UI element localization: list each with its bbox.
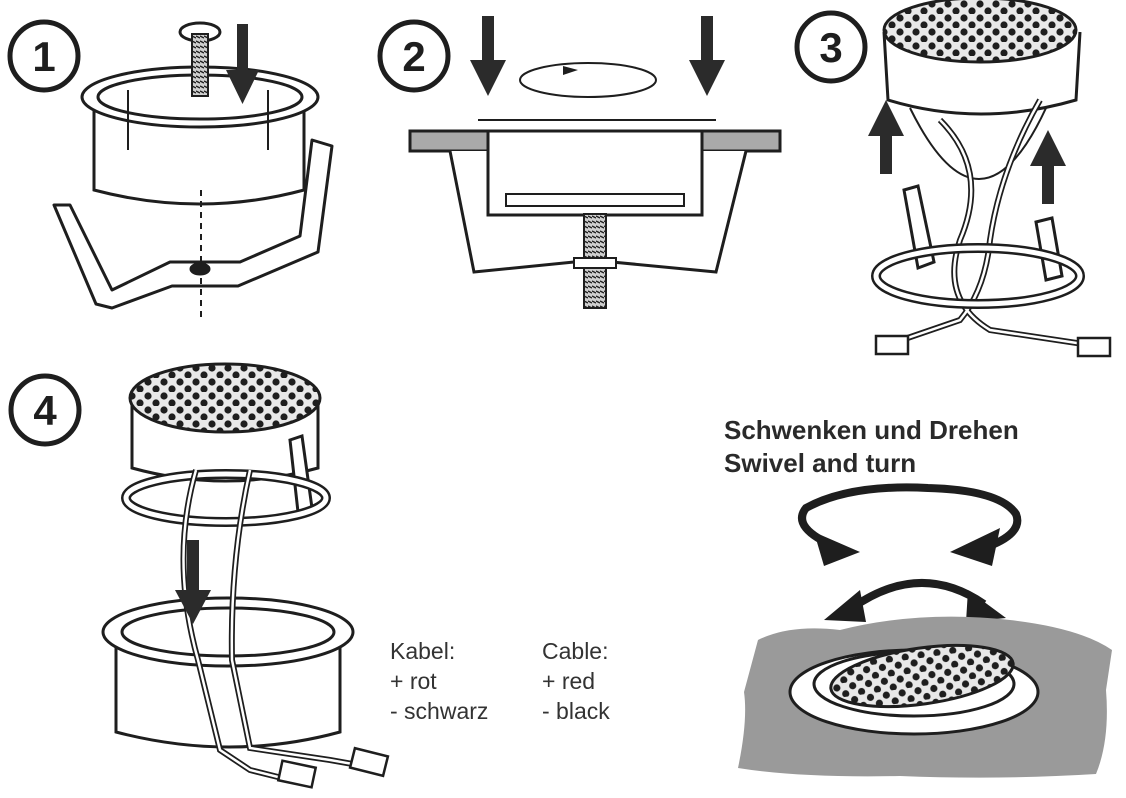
down-arrow-icon (689, 16, 725, 96)
cable-minus-de: - schwarz (390, 698, 489, 724)
tilt-arrow-icon (824, 578, 1006, 622)
step-1-number: 1 (32, 33, 55, 80)
cable-plus-de: + rot (390, 668, 437, 694)
cable-heading-en: Cable: (542, 638, 609, 664)
step-4-badge: 4 (8, 373, 82, 447)
cable (182, 469, 365, 780)
up-arrow-icon (1030, 130, 1066, 204)
up-arrow-icon (868, 100, 904, 174)
step-2-number: 2 (402, 33, 425, 80)
down-arrow-icon (226, 24, 259, 104)
down-arrow-icon (470, 16, 506, 96)
step-1-badge: 1 (7, 19, 81, 93)
step-4-number: 4 (33, 387, 57, 434)
cable-plus-en: + red (542, 668, 596, 694)
swivel-title-de: Schwenken und Drehen (724, 415, 1019, 445)
cable-minus-en: - black (542, 698, 610, 724)
step-4: 4 (8, 362, 390, 789)
connector-icon (276, 746, 390, 789)
down-arrow-icon (175, 540, 211, 624)
swivel-illustration (738, 483, 1112, 778)
cable-legend-en: Cable: + red - black (542, 636, 610, 726)
connector-icon (874, 334, 1112, 358)
led-spot-lamp (128, 362, 322, 483)
step-1: 1 (7, 19, 334, 322)
swivel-title-en: Swivel and turn (724, 448, 917, 478)
rotate-arrow-icon (519, 62, 657, 98)
step-2-badge: 2 (377, 19, 451, 93)
retaining-ring (871, 184, 1085, 309)
ceiling-cross-section (408, 119, 782, 274)
cable-heading-de: Kabel: (390, 638, 456, 664)
step-2: 2 (377, 16, 782, 309)
retaining-ring (121, 434, 331, 527)
step-3-badge: 3 (794, 10, 868, 84)
rotate-arrow-icon (798, 483, 1022, 566)
step-3: 3 (794, 0, 1112, 358)
mounting-cup (101, 596, 355, 749)
screw-icon (178, 21, 222, 97)
step-3-number: 3 (819, 24, 842, 71)
recessed-spot (788, 643, 1040, 736)
led-spot-lamp (882, 0, 1082, 180)
screw-icon (573, 213, 617, 309)
cable-legend-de: Kabel: + rot - schwarz (390, 636, 488, 726)
